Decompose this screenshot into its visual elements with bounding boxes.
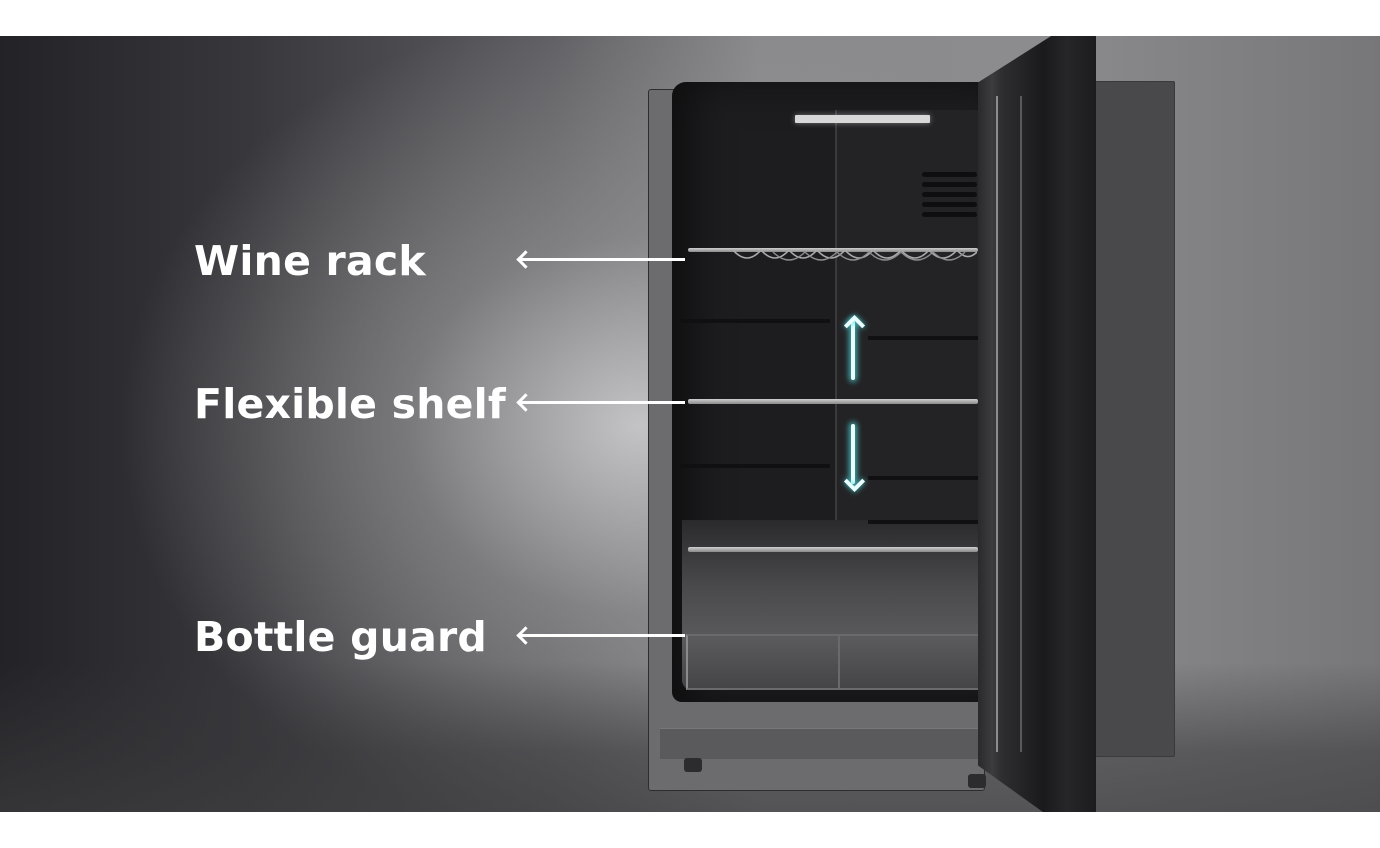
door-glass-edge	[1020, 96, 1022, 752]
callout-bottle-guard-label: Bottle guard	[194, 613, 487, 661]
vent-slot	[922, 172, 977, 177]
shelf-rail	[680, 464, 830, 468]
shelf-rail	[680, 319, 830, 323]
vent-slot	[922, 202, 977, 207]
door-gasket	[996, 96, 998, 752]
bottle-guard-divider	[838, 636, 840, 688]
interior-back-wall	[835, 110, 982, 592]
bottle-guard	[686, 634, 982, 690]
callout-wine-rack-label: Wine rack	[194, 237, 426, 285]
callout-flexible-shelf-arrow-icon	[519, 401, 685, 404]
leveling-foot	[684, 758, 702, 772]
cabinet-side-panel	[1093, 81, 1175, 757]
interior-light	[795, 115, 930, 123]
arrow-up-icon	[851, 320, 855, 380]
fridge-door	[978, 36, 1096, 812]
vent-slot	[922, 182, 977, 187]
wine-rack	[688, 248, 978, 252]
callout-flexible-shelf-label: Flexible shelf	[194, 380, 506, 428]
leveling-foot	[968, 774, 986, 788]
shelf-rail	[868, 336, 978, 340]
vent-slot	[922, 212, 977, 217]
vent-slot	[922, 192, 977, 197]
product-image: Wine rack Flexible shelf Bottle guard	[0, 36, 1380, 812]
callout-wine-rack-arrow-icon	[519, 258, 685, 261]
callout-bottle-guard-arrow-icon	[519, 634, 685, 637]
wine-rack-wires	[733, 248, 977, 261]
flexible-shelf	[688, 399, 978, 404]
cabinet-base	[660, 728, 982, 759]
arrow-down-icon	[851, 424, 855, 484]
glass-shelf	[688, 547, 978, 552]
shelf-rail	[868, 476, 978, 480]
shelf-rail	[868, 520, 978, 524]
